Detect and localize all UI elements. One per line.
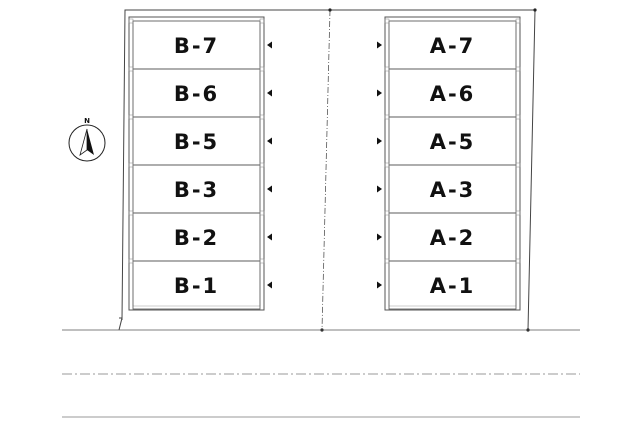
left-triangle-icon — [267, 233, 272, 241]
north-arrow-icon: N — [68, 117, 106, 162]
right-triangle-icon — [377, 185, 382, 193]
lot-a-6: A-6 — [377, 66, 521, 118]
lot-label: B-5 — [174, 130, 219, 154]
lot-label: B-7 — [174, 34, 219, 58]
left-triangle-icon — [267, 89, 272, 97]
right-triangle-icon — [377, 137, 382, 145]
divider-tick — [128, 162, 134, 168]
lot-a-5: A-5 — [377, 114, 521, 166]
center-boundary-line — [321, 9, 331, 331]
divider-tick — [128, 114, 134, 120]
left-triangle-icon — [267, 137, 272, 145]
left-triangle-icon — [267, 281, 272, 289]
boundary-markers — [320, 8, 537, 332]
lot-b-1: B-1 — [128, 258, 272, 310]
divider-tick — [259, 258, 265, 264]
divider-tick — [384, 114, 390, 120]
divider-tick — [128, 210, 134, 216]
left-triangle-icon — [267, 41, 272, 49]
block-b: B-7B-6B-5B-3B-2B-1 — [128, 16, 272, 311]
lot-a-7: A-7 — [377, 18, 521, 70]
lot-label: A-1 — [430, 274, 476, 298]
divider-tick — [515, 210, 521, 216]
divider-tick — [259, 162, 265, 168]
divider-tick — [259, 66, 265, 72]
divider-tick — [515, 162, 521, 168]
lot-label: A-2 — [430, 226, 476, 250]
divider-tick — [128, 18, 134, 24]
block-b-outline — [128, 16, 265, 311]
lot-label: A-6 — [430, 82, 476, 106]
divider-tick — [384, 258, 390, 264]
right-triangle-icon — [377, 41, 382, 49]
right-triangle-icon — [377, 89, 382, 97]
divider-tick — [128, 66, 134, 72]
right-triangle-icon — [377, 233, 382, 241]
divider-tick — [515, 114, 521, 120]
lot-a-2: A-2 — [377, 210, 521, 262]
lot-outline — [132, 260, 261, 310]
divider-tick — [384, 162, 390, 168]
lot-label: B-2 — [174, 226, 219, 250]
lot-a-1: A-1 — [377, 258, 521, 310]
lot-b-2: B-2 — [128, 210, 272, 262]
lot-b-5: B-5 — [128, 114, 272, 166]
lot-label: A-5 — [430, 130, 476, 154]
compass-label: N — [84, 117, 90, 125]
divider-tick — [515, 258, 521, 264]
divider-tick — [259, 18, 265, 24]
divider-tick — [384, 210, 390, 216]
lot-label: B-6 — [174, 82, 219, 106]
road — [62, 329, 580, 418]
divider-tick — [259, 114, 265, 120]
divider-tick — [384, 18, 390, 24]
block-a-outline — [384, 16, 521, 311]
lot-label: B-3 — [174, 178, 219, 202]
left-triangle-icon — [267, 185, 272, 193]
lot-outline — [388, 260, 517, 310]
lot-label: A-7 — [430, 34, 476, 58]
divider-tick — [384, 66, 390, 72]
lot-b-3: B-3 — [128, 162, 272, 214]
lot-label: A-3 — [430, 178, 476, 202]
divider-tick — [515, 66, 521, 72]
lot-b-6: B-6 — [128, 66, 272, 118]
divider-tick — [515, 18, 521, 24]
divider-tick — [128, 258, 134, 264]
lot-label: B-1 — [174, 274, 219, 298]
lot-b-7: B-7 — [128, 18, 272, 70]
right-triangle-icon — [377, 281, 382, 289]
block-a: A-7A-6A-5A-3A-2A-1 — [377, 16, 521, 311]
divider-tick — [259, 210, 265, 216]
lot-a-3: A-3 — [377, 162, 521, 214]
